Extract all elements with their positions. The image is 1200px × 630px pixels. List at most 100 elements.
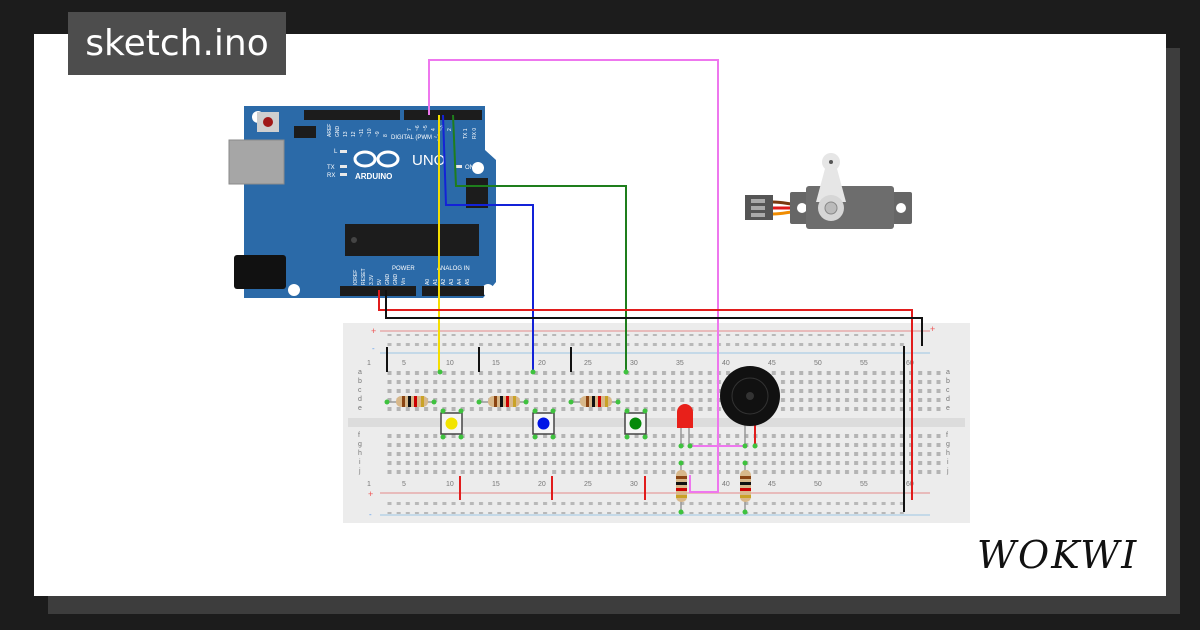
pin-labels-analog: A0 A1 A2 A3 A4 A5: [425, 279, 471, 285]
led-label-tx: TX: [327, 165, 335, 171]
resistor-band: [408, 396, 411, 407]
row-letter: e: [946, 405, 950, 412]
resistor-band: [592, 396, 595, 407]
led-l: [340, 150, 347, 153]
wokwi-logo-text: WOKWI: [977, 533, 1138, 577]
pin-label: 2: [447, 128, 453, 131]
row-letter: h: [946, 450, 950, 457]
pin-label: ~10: [367, 128, 373, 137]
resistor-band: [740, 476, 751, 479]
servo-mount-hole: [896, 203, 906, 213]
connection-points: [384, 369, 758, 515]
mount-hole: [472, 162, 484, 174]
arduino-uno-board[interactable]: UNO ARDUINO DIGITAL (PWM ~) POWER ANALOG…: [228, 106, 496, 298]
wire-blue: [442, 114, 534, 372]
col-num: 1: [367, 360, 371, 367]
col-num: 30: [630, 481, 638, 488]
resistor-band: [740, 488, 751, 491]
resistor-band: [605, 396, 608, 407]
breadboard: + + - + - 1 5 10 15 20 25 30 35 40 45 50…: [343, 323, 970, 523]
col-num: 45: [768, 481, 776, 488]
rail-plus-label-bottom: +: [368, 489, 373, 499]
servo-gear-center: [824, 201, 838, 215]
col-num: 15: [492, 481, 500, 488]
resistor[interactable]: [676, 463, 687, 512]
arduino-model-label: UNO: [412, 152, 445, 169]
servo-horn: [816, 165, 846, 202]
col-num: 20: [538, 481, 546, 488]
wire-pink: [428, 59, 719, 493]
resistor-band: [494, 396, 497, 407]
resistor-band: [740, 495, 751, 498]
resistor-band: [586, 396, 589, 407]
bottom-rail-holes-2: [386, 506, 906, 514]
pushbutton-cap[interactable]: [445, 417, 458, 430]
resistor[interactable]: [572, 396, 618, 407]
resistor-band: [421, 396, 424, 407]
piezo-buzzer[interactable]: [720, 366, 780, 444]
pushbutton-green[interactable]: [624, 412, 647, 435]
pin-label: AREF: [327, 124, 333, 137]
pin-label: ~11: [359, 129, 365, 137]
pushbutton-cap[interactable]: [629, 417, 642, 430]
pin-label: ~9: [375, 131, 381, 137]
resistor-band: [676, 495, 687, 498]
power-jack: [234, 255, 286, 289]
pin-label: 5V: [377, 278, 383, 285]
col-num: 25: [584, 481, 592, 488]
pushbutton-cap[interactable]: [537, 417, 550, 430]
rail-plus-label-top-right: +: [930, 324, 935, 334]
icsp-header-2: [466, 178, 488, 208]
resistor[interactable]: [740, 463, 751, 512]
servo-mount-hole: [797, 203, 807, 213]
pin-label: TX 1: [463, 128, 469, 139]
col-num: 10: [446, 481, 454, 488]
pin-label: ~6: [415, 125, 421, 131]
wire-red-5v: [378, 290, 913, 500]
led-label-on: ON: [465, 165, 474, 171]
pin-label: IOREF: [353, 270, 359, 285]
pin-label: A2: [441, 279, 447, 285]
pushbutton-yellow[interactable]: [440, 412, 463, 435]
icsp-header: [294, 126, 316, 138]
servo-connector-pin: [751, 206, 765, 210]
mount-hole: [482, 284, 494, 296]
row-letter: c: [946, 387, 950, 394]
led-tx: [340, 165, 347, 168]
servo-horn-hole: [829, 160, 833, 164]
col-num: 60: [906, 360, 914, 367]
resistor-band: [506, 396, 509, 407]
row-letters: a b c d e f g h i j a b c d e f g h i j: [358, 369, 950, 475]
pushbutton-blue[interactable]: [532, 412, 555, 435]
pin-label: 12: [351, 131, 357, 137]
usb-connector: [228, 139, 285, 185]
pin-label: 7: [407, 128, 413, 131]
resistor[interactable]: [388, 396, 434, 407]
pin-label: GND: [385, 274, 391, 286]
pin-label: A0: [425, 279, 431, 285]
col-num: 35: [676, 360, 684, 367]
servo-motor[interactable]: [745, 153, 912, 229]
led-body[interactable]: [677, 404, 693, 428]
resistor[interactable]: [480, 396, 526, 407]
rail-minus-label-bottom: -: [369, 510, 372, 519]
col-num: 40: [722, 481, 730, 488]
row-letter: g: [946, 441, 950, 448]
col-num: 50: [814, 360, 822, 367]
resistor-band: [598, 396, 601, 407]
reset-button-cap[interactable]: [263, 117, 273, 127]
row-letter: e: [358, 405, 362, 412]
row-letter: h: [358, 450, 362, 457]
row-letter: a: [946, 369, 950, 376]
resistor-band: [500, 396, 503, 407]
col-num: 5: [402, 481, 406, 488]
pin-label: A3: [449, 279, 455, 285]
resistor-band: [414, 396, 417, 407]
pin-label: 13: [343, 131, 349, 137]
row-letter: c: [358, 387, 362, 394]
sketch-filename-label: sketch.ino: [68, 12, 286, 75]
servo-connector-pin: [751, 213, 765, 217]
red-led[interactable]: [677, 404, 693, 444]
row-letter: f: [946, 432, 948, 439]
